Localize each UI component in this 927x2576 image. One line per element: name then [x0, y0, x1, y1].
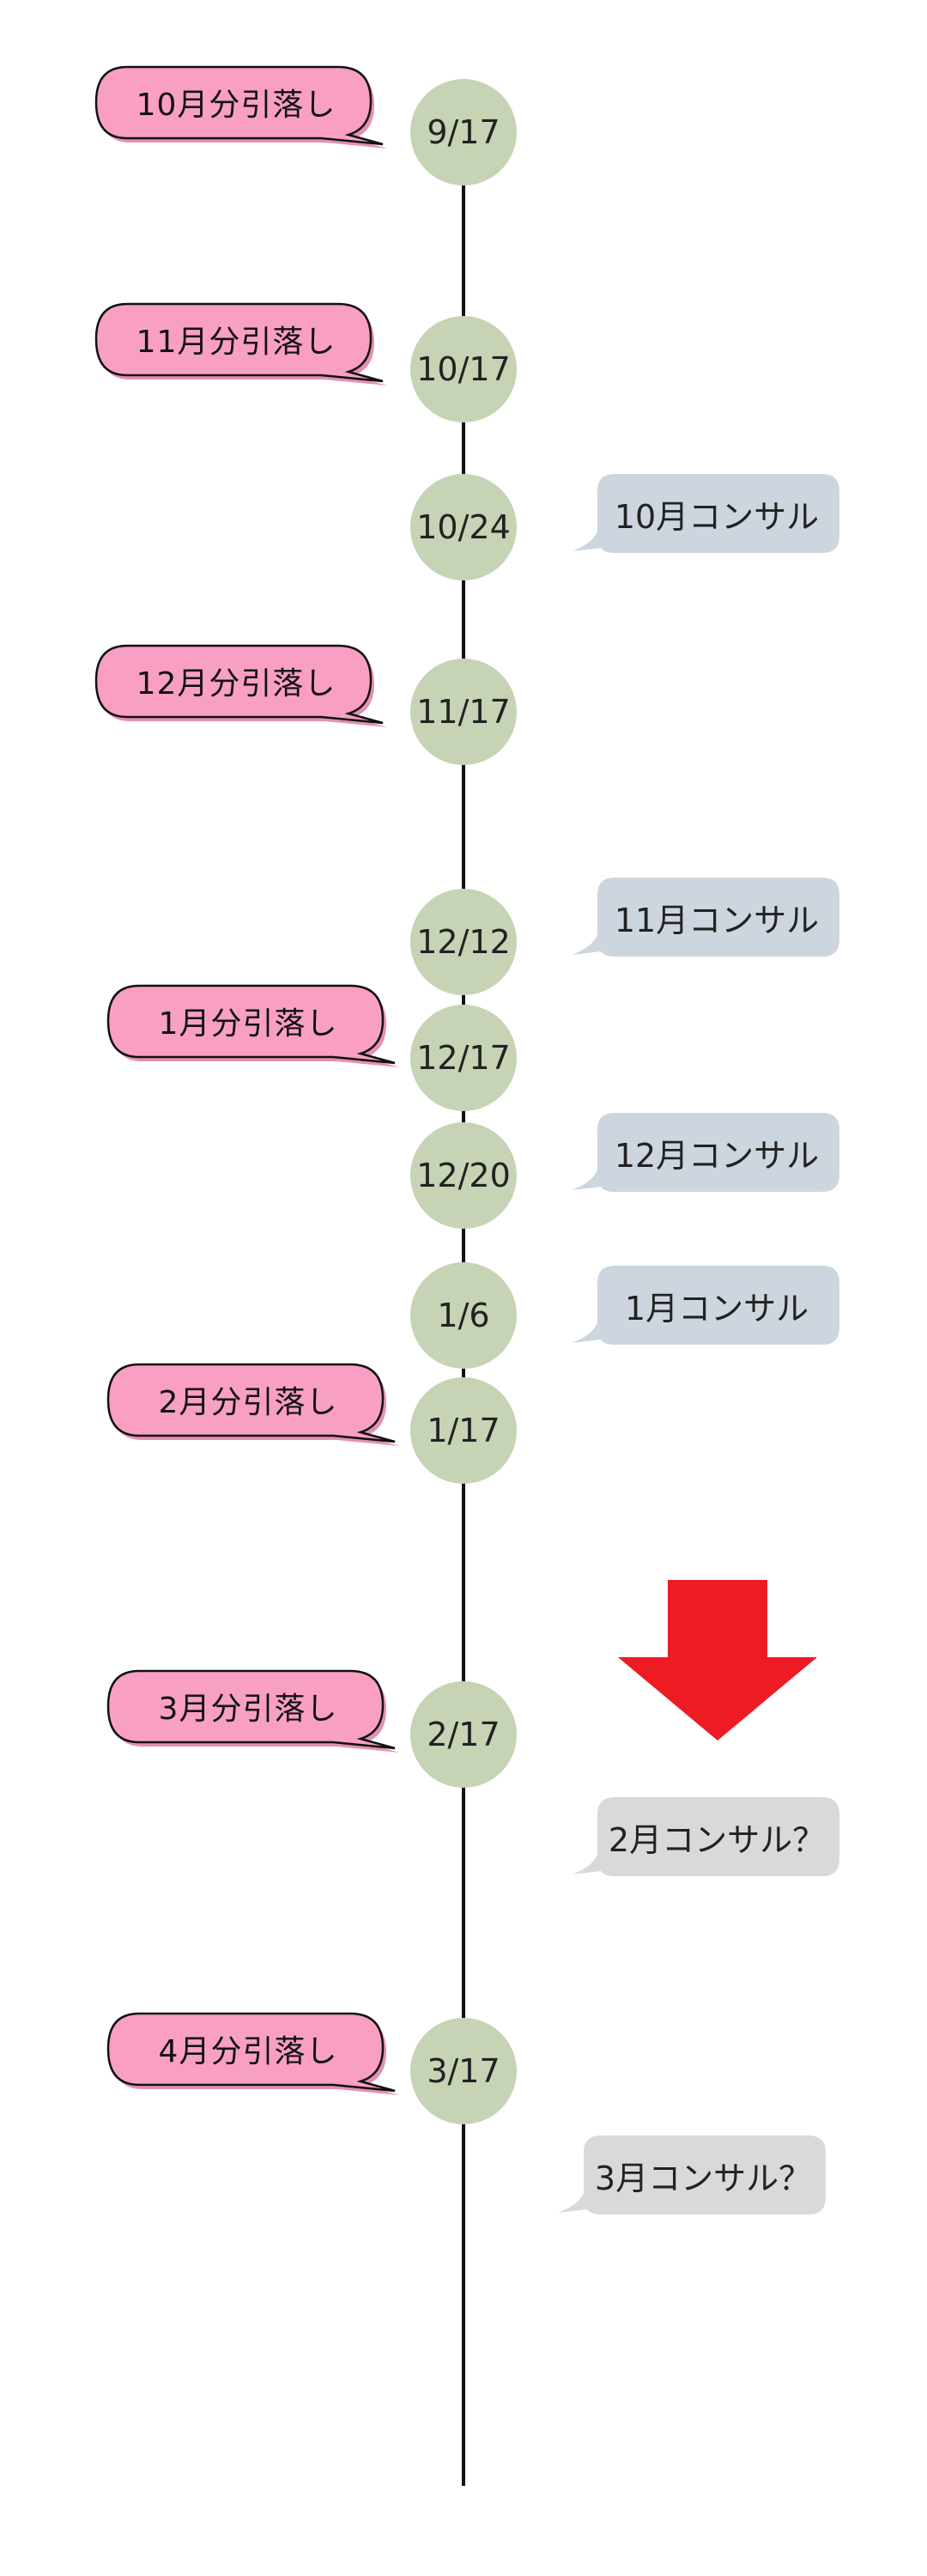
date-node: 10/24 — [410, 474, 517, 580]
consult-bubble: 3月コンサル？ — [554, 2136, 826, 2215]
date-label: 3/17 — [427, 2052, 500, 2090]
withdrawal-label: 12月分引落し — [136, 666, 336, 702]
date-label: 12/12 — [416, 923, 511, 961]
date-node: 10/17 — [410, 316, 517, 422]
consult-bubble: 10月コンサル — [568, 474, 839, 553]
date-node: 1/17 — [410, 1377, 517, 1484]
withdrawal-label: 2月分引落し — [158, 1385, 338, 1420]
withdrawal-bubble: 12月分引落し — [94, 644, 388, 727]
date-label: 10/24 — [416, 508, 511, 546]
withdrawal-bubble: 2月分引落し — [106, 1363, 400, 1446]
withdrawal-bubble: 4月分引落し — [106, 2012, 400, 2095]
withdrawal-label: 1月分引落し — [158, 1006, 338, 1042]
date-label: 2/17 — [427, 1716, 500, 1753]
withdrawal-label: 4月分引落し — [158, 2034, 338, 2069]
consult-bubble: 1月コンサル — [568, 1266, 839, 1345]
consult-label: 1月コンサル — [624, 1289, 809, 1327]
withdrawal-bubble: 11月分引落し — [94, 302, 388, 386]
consult-bubble: 11月コンサル — [568, 878, 839, 957]
date-node: 12/17 — [410, 1005, 517, 1111]
date-node: 2/17 — [410, 1681, 517, 1788]
date-label: 1/6 — [437, 1297, 490, 1334]
date-label: 11/17 — [416, 693, 511, 731]
withdrawal-label: 3月分引落し — [158, 1692, 338, 1727]
consult-bubble: 2月コンサル？ — [568, 1797, 839, 1876]
withdrawal-label: 11月分引落し — [136, 325, 336, 360]
withdrawal-bubble: 1月分引落し — [106, 984, 400, 1067]
date-label: 12/17 — [416, 1039, 511, 1077]
consult-label: 10月コンサル — [614, 497, 820, 536]
date-label: 1/17 — [427, 1412, 500, 1449]
date-label: 10/17 — [416, 350, 511, 388]
consult-label: 12月コンサル — [614, 1136, 820, 1175]
date-node: 1/6 — [410, 1262, 517, 1369]
date-node: 12/12 — [410, 889, 517, 995]
consult-label: 3月コンサル？ — [594, 2159, 812, 2197]
date-node: 11/17 — [410, 659, 517, 765]
consult-bubble: 12月コンサル — [568, 1113, 839, 1192]
consult-label: 2月コンサル？ — [608, 1820, 826, 1859]
withdrawal-bubble: 10月分引落し — [94, 65, 388, 149]
consult-label: 11月コンサル — [614, 901, 820, 939]
date-node: 3/17 — [410, 2018, 517, 2124]
withdrawal-bubble: 3月分引落し — [106, 1669, 400, 1753]
down-arrow-icon — [618, 1580, 824, 1747]
date-node: 9/17 — [410, 79, 517, 185]
date-label: 12/20 — [416, 1157, 511, 1194]
date-node: 12/20 — [410, 1122, 517, 1229]
date-label: 9/17 — [427, 113, 500, 151]
withdrawal-label: 10月分引落し — [136, 88, 336, 123]
